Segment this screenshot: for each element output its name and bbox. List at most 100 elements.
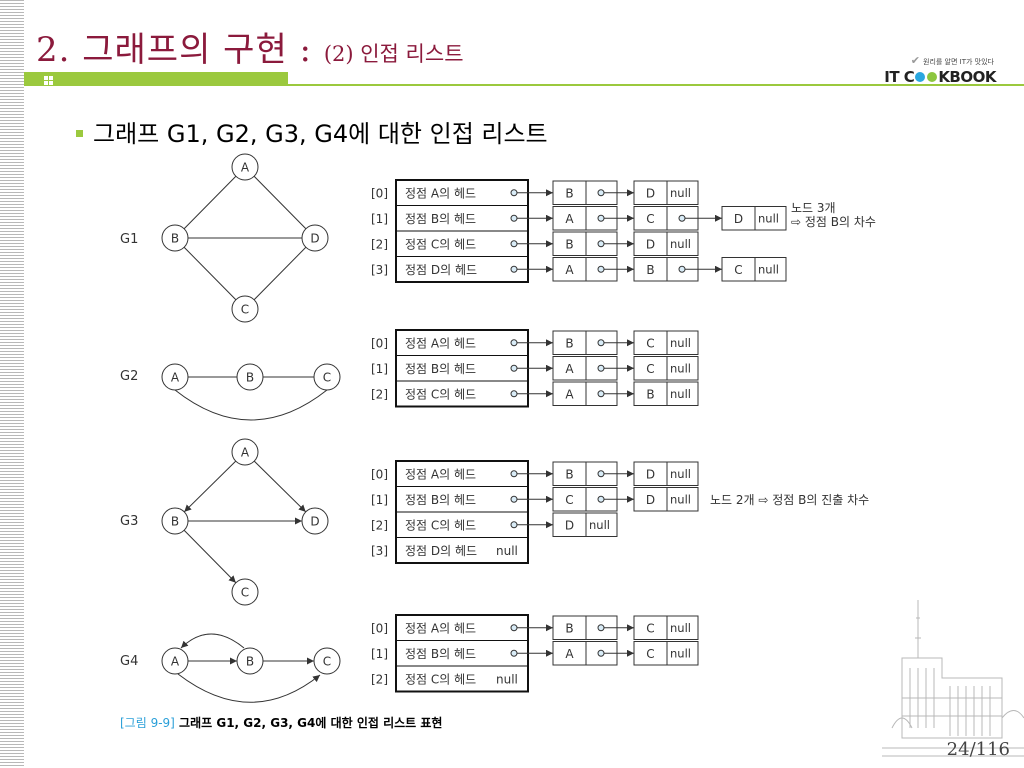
list-node: C bbox=[552, 487, 634, 512]
head-label: 정점 B의 헤드 bbox=[405, 647, 476, 661]
vertex-label: B bbox=[246, 655, 254, 669]
node-null: null bbox=[670, 237, 691, 251]
head-pointer-dot bbox=[510, 364, 518, 372]
vertex-label: B bbox=[171, 515, 179, 529]
head-pointer-dot bbox=[510, 649, 518, 657]
head-null: null bbox=[496, 672, 518, 686]
node-null: null bbox=[758, 262, 779, 276]
page-title: 2. 그래프의 구현 : (2) 인접 리스트 bbox=[36, 22, 464, 71]
vertex-label: D bbox=[310, 232, 319, 246]
node-box bbox=[633, 487, 699, 512]
node-box bbox=[633, 356, 699, 381]
vertex-c bbox=[313, 647, 341, 675]
list-node: B bbox=[552, 330, 634, 355]
vertex-label: C bbox=[323, 371, 331, 385]
row-index: [3] bbox=[371, 544, 388, 558]
head-pointer-dot bbox=[510, 495, 518, 503]
title-main: 2. 그래프의 구현 : bbox=[36, 30, 312, 70]
node-pointer-dot bbox=[678, 214, 686, 222]
node-vertex: D bbox=[646, 493, 655, 507]
node-null: null bbox=[670, 387, 691, 401]
node-box bbox=[633, 381, 699, 406]
head-label: 정점 A의 헤드 bbox=[405, 621, 476, 635]
checkmark-icon: ✔ bbox=[910, 54, 921, 67]
list-node: B bbox=[552, 461, 634, 486]
row-index: [0] bbox=[371, 621, 388, 635]
vertex-label: B bbox=[171, 232, 179, 246]
node-vertex: C bbox=[646, 621, 654, 635]
head-array-box bbox=[395, 329, 529, 408]
node-pointer-dot bbox=[597, 265, 605, 273]
node-vertex: B bbox=[565, 237, 573, 251]
logo-dot-blue bbox=[915, 72, 926, 82]
node-pointer-dot bbox=[597, 390, 605, 398]
head-pointer-dot bbox=[510, 214, 518, 222]
node-box bbox=[633, 231, 699, 256]
node-box bbox=[633, 641, 699, 666]
row-index: [3] bbox=[371, 263, 388, 277]
small-grid-icon bbox=[44, 76, 53, 85]
graph-label: G1 bbox=[120, 232, 138, 247]
vertex-d bbox=[301, 224, 329, 252]
node-pointer-dot bbox=[597, 495, 605, 503]
head-label: 정점 B의 헤드 bbox=[405, 212, 476, 226]
vertex-label: C bbox=[241, 303, 249, 317]
node-vertex: D bbox=[565, 518, 574, 532]
head-label: 정점 A의 헤드 bbox=[405, 467, 476, 481]
node-vertex: A bbox=[565, 362, 574, 376]
head-pointer-dot bbox=[510, 470, 518, 478]
row-index: [0] bbox=[371, 467, 388, 481]
list-node: A bbox=[552, 257, 634, 282]
node-vertex: A bbox=[565, 647, 574, 661]
row-index: [1] bbox=[371, 493, 388, 507]
vertex-a bbox=[161, 363, 189, 391]
vertex-a bbox=[231, 153, 259, 181]
list-node: A bbox=[552, 356, 634, 381]
node-vertex: B bbox=[565, 336, 573, 350]
node-vertex: A bbox=[565, 263, 574, 277]
bullet-square-icon bbox=[76, 130, 83, 137]
node-box bbox=[633, 180, 699, 205]
edge-a-c bbox=[177, 673, 321, 703]
node-null: null bbox=[670, 621, 691, 635]
node-box bbox=[633, 461, 699, 486]
node-null: null bbox=[670, 646, 691, 660]
head-label: 정점 D의 헤드 bbox=[405, 544, 477, 558]
vertex-label: A bbox=[171, 371, 180, 385]
row-index: [1] bbox=[371, 362, 388, 376]
node-box bbox=[633, 330, 699, 355]
list-note: 노드 2개 ⇨ 정점 B의 진출 차수 bbox=[710, 493, 869, 507]
node-vertex: D bbox=[734, 212, 743, 226]
logo-dot-green bbox=[927, 72, 938, 82]
node-vertex: B bbox=[646, 263, 654, 277]
title-underline bbox=[24, 72, 1024, 86]
vertex-b bbox=[236, 363, 264, 391]
node-vertex: D bbox=[646, 237, 655, 251]
node-vertex: A bbox=[565, 387, 574, 401]
node-pointer-dot bbox=[597, 189, 605, 197]
head-label: 정점 B의 헤드 bbox=[405, 362, 476, 376]
vertex-b bbox=[161, 224, 189, 252]
edge-a-d bbox=[253, 460, 307, 513]
node-pointer-dot bbox=[597, 339, 605, 347]
node-null: null bbox=[670, 186, 691, 200]
vertex-label: A bbox=[171, 655, 180, 669]
head-pointer-dot bbox=[510, 339, 518, 347]
